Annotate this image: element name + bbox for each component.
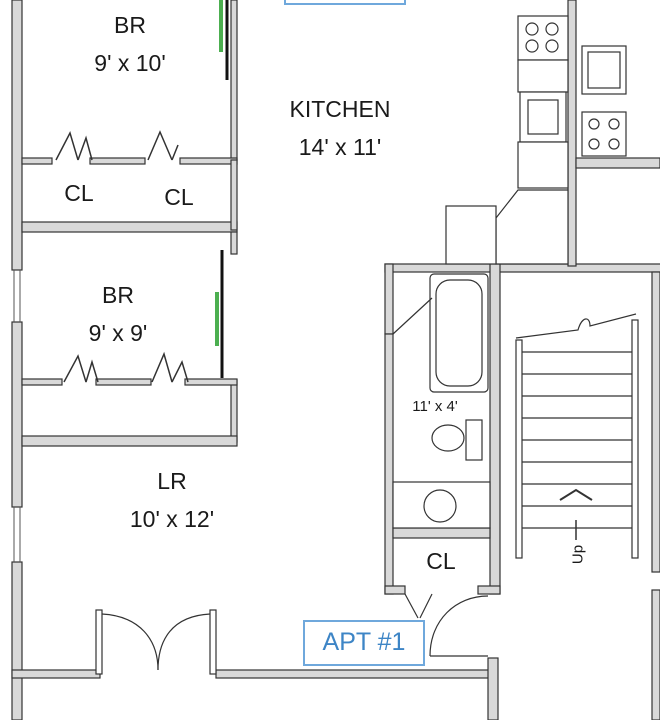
lr-door-right-swing (157, 613, 211, 671)
kitchen-dim: 14' x 11' (298, 134, 382, 160)
stove-right (581, 111, 627, 157)
bathroom-fixtures (392, 273, 491, 529)
burner-1 (525, 22, 539, 36)
wall-closet2-a (21, 378, 63, 386)
toilet-bowl (431, 424, 465, 452)
window-glass (215, 0, 229, 378)
stair-rail-left (515, 339, 523, 559)
wall-closet-band-top3 (179, 157, 238, 165)
wall-stair-right (651, 271, 660, 573)
wall-closet-right (230, 159, 238, 231)
bathtub-inner (435, 279, 483, 387)
cl-door-swing-a (404, 593, 419, 619)
wall-bath-cl-top (392, 527, 491, 539)
burner-r1 (588, 118, 600, 130)
wall-left-top (11, 0, 23, 271)
wall-closet-band-top2 (89, 157, 146, 165)
sink-right-basin (587, 51, 621, 89)
bifold-cl2 (147, 130, 179, 161)
apt-door-swing (429, 595, 489, 657)
counter-2 (517, 141, 569, 189)
window-br-mid (215, 292, 219, 346)
bifold-cl3 (63, 354, 99, 383)
bifold-cl1 (55, 131, 93, 161)
wall-bottom-b (215, 669, 491, 679)
br-mid-dim: 9' x 9' (88, 320, 148, 346)
window-br-top (219, 0, 223, 52)
counter-1 (517, 59, 569, 93)
wall-bath-left-top (384, 263, 394, 335)
wall-closet-divider (21, 221, 238, 233)
walls (11, 0, 660, 720)
bath-dim: 11' x 4' (412, 398, 458, 415)
stove-top (517, 15, 569, 61)
wall-closet-band-top (21, 157, 53, 165)
wall-kitchen-right-b (575, 157, 660, 169)
wall-left-low (11, 561, 23, 720)
fridge (445, 205, 497, 265)
apt-label: APT #1 (303, 620, 425, 666)
wall-closet2-b (95, 378, 152, 386)
bath-door-swing (392, 297, 433, 335)
kitchen-sink-basin (527, 99, 559, 135)
wall-bath-top (384, 263, 660, 273)
wall-right-low (651, 589, 660, 720)
wall-bath-left (384, 333, 394, 595)
wall-closet2-c (184, 378, 238, 386)
bifold-cl4 (151, 351, 189, 383)
cl-door-swing-b (419, 593, 433, 619)
lr-door-right-leaf (209, 609, 217, 675)
burner-r2 (608, 118, 620, 130)
wall-bath-right (489, 263, 501, 595)
left-windows (13, 270, 21, 562)
cl-top-left-name: CL (64, 180, 94, 206)
burner-r4 (608, 138, 620, 150)
wall-left-mid (11, 321, 23, 508)
burner-3 (525, 39, 539, 53)
entry-doors (95, 593, 489, 675)
wall-bottom-a (11, 669, 101, 679)
counter-angled (495, 189, 569, 265)
toilet-tank (465, 419, 483, 461)
wall-br-mid-right (230, 379, 238, 443)
stair-up-arrow (559, 488, 593, 501)
wall-br-top-right (230, 0, 238, 161)
vanity-basin (423, 489, 457, 523)
stairs-up-label: Up (569, 544, 587, 565)
stair-break-line (515, 313, 637, 339)
stairs (515, 313, 639, 559)
burner-r3 (588, 138, 600, 150)
top-label-frame (284, 0, 406, 5)
lr-door-left-leaf (95, 609, 103, 675)
lr-door-left-swing (101, 613, 159, 671)
cl-bath-name: CL (426, 548, 456, 574)
br-top-dim: 9' x 10' (94, 50, 166, 76)
cl-top-right-name: CL (164, 184, 194, 210)
wall-bottom-c (487, 657, 499, 720)
lr-dim: 10' x 12' (129, 506, 215, 532)
wall-closet2-bottom (21, 435, 238, 447)
br-top-name: BR (114, 12, 146, 38)
lr-name: LR (157, 468, 187, 494)
kitchen-appliances (445, 15, 627, 265)
stair-rail-right (631, 319, 639, 559)
wall-bath-cl-bottom-a (384, 585, 406, 595)
burner-4 (545, 39, 559, 53)
br-mid-name: BR (102, 282, 134, 308)
wall-br-mid-right-top (230, 231, 238, 255)
kitchen-name: KITCHEN (289, 96, 391, 122)
wall-bath-cl-bottom-b (477, 585, 501, 595)
bifold-doors (55, 130, 189, 383)
wall-kitchen-right-a (567, 0, 577, 267)
burner-2 (545, 22, 559, 36)
